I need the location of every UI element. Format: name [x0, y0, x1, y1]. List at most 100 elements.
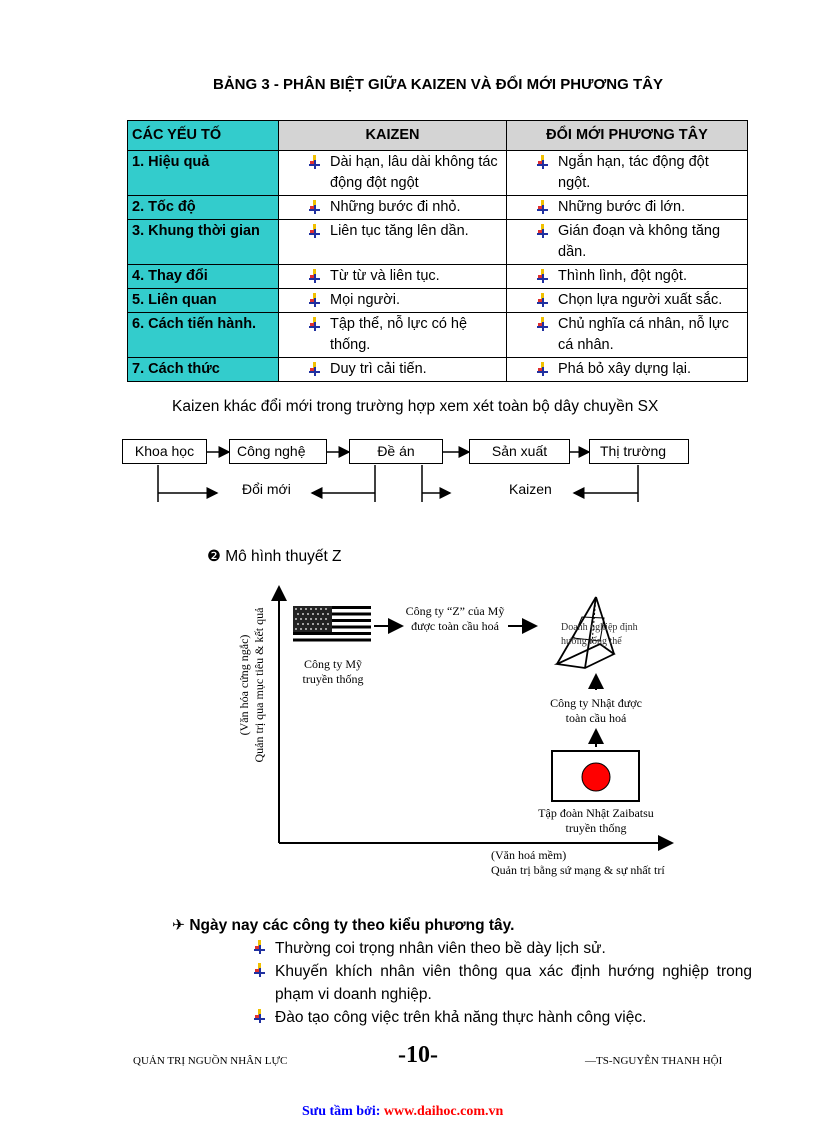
flow-connectors	[157, 446, 639, 502]
table-row: 2. Tốc độ Những bước đi nhỏ. Những bước …	[127, 195, 748, 220]
hand-pointer-icon	[309, 155, 320, 169]
footer-book-title: QUẢN TRỊ NGUỒN NHÂN LỰC	[133, 1055, 288, 1067]
star	[317, 623, 319, 625]
western-today-list: Thường coi trọng nhân viên theo bề dày l…	[254, 937, 752, 1029]
list-item-text: Khuyến khích nhân viên thông qua xác địn…	[275, 963, 752, 1003]
list-item: Đào tạo công việc trên khả năng thực hàn…	[254, 1006, 752, 1029]
source-link[interactable]: www.daihoc.com.vn	[383, 1104, 504, 1119]
star	[315, 608, 317, 610]
kaizen-text: Dài hạn, lâu dài không tác động đột ngột	[330, 154, 498, 191]
kaizen-label: Kaizen	[509, 481, 552, 497]
western-text: Phá bỏ xây dựng lại.	[558, 361, 692, 377]
factor-cell: 7. Cách thức	[127, 357, 279, 382]
table-title: BẢNG 3 - PHÂN BIỆT GIỮA KAIZEN VÀ ĐỔI MỚ…	[213, 76, 663, 93]
airplane-icon: ✈	[172, 917, 185, 934]
flow-step-market: Thị trường	[589, 439, 689, 464]
western-text: Chủ nghĩa cá nhân, nỗ lực cá nhân.	[558, 316, 729, 353]
hand-pointer-icon	[537, 362, 548, 376]
star	[320, 628, 322, 630]
z-model-diagram	[271, 585, 674, 851]
hand-pointer-icon	[254, 963, 265, 977]
star	[325, 628, 327, 630]
star	[297, 623, 299, 625]
star	[315, 618, 317, 620]
pyramid-icon	[553, 596, 616, 669]
hand-pointer-icon	[537, 200, 548, 214]
hand-pointer-icon	[537, 317, 548, 331]
z-model-heading-text: Mô hình thuyết Z	[225, 548, 342, 565]
star	[302, 613, 304, 615]
star	[295, 618, 297, 620]
factor-cell: 3. Khung thời gian	[127, 219, 279, 265]
western-text: Những bước đi lớn.	[558, 199, 686, 215]
kaizen-text: Từ từ và liên tục.	[330, 268, 440, 284]
western-text: Thình lình, đột ngột.	[558, 268, 687, 284]
jp-traditional-label: Tập đoàn Nhật Zaibatsu truyền thống	[538, 806, 654, 835]
star	[300, 618, 302, 620]
star	[327, 623, 329, 625]
jp-global-label: Công ty Nhật được toàn cầu hoá	[550, 696, 642, 725]
japan-flag-icon	[551, 750, 640, 802]
factor-cell: 5. Liên quan	[127, 288, 279, 313]
x-axis-label-line2: Quản trị bằng sứ mạng & sự nhất trí	[491, 863, 665, 877]
list-item-text: Đào tạo công việc trên khả năng thực hàn…	[275, 1009, 647, 1026]
western-cell: Thình lình, đột ngột.	[506, 264, 748, 289]
western-cell: Những bước đi lớn.	[506, 195, 748, 220]
factor-cell: 2. Tốc độ	[127, 195, 279, 220]
western-today-heading: ✈ Ngày nay các công ty theo kiểu phương …	[172, 916, 514, 935]
star	[295, 608, 297, 610]
page-number: -10-	[398, 1042, 438, 1068]
kaizen-text: Mọi người.	[330, 292, 400, 308]
z-model-heading: ❷ Mô hình thuyết Z	[207, 547, 342, 566]
star	[327, 613, 329, 615]
hand-pointer-icon	[537, 293, 548, 307]
comparison-table: CÁC YẾU TỐ KAIZEN ĐỔI MỚI PHƯƠNG TÂY 1. …	[127, 120, 748, 382]
star	[320, 608, 322, 610]
star	[325, 618, 327, 620]
pyramid-label: Doanh nghiệp định hướng tổng thể	[561, 622, 638, 647]
hand-pointer-icon	[254, 1009, 265, 1023]
source-credit: Sưu tầm bởi: www.daihoc.com.vn	[302, 1104, 503, 1120]
western-text: Gián đoạn và không tăng dần.	[558, 223, 721, 260]
star	[320, 618, 322, 620]
x-axis-label-line1: (Văn hoá mềm)	[491, 848, 567, 862]
star	[300, 608, 302, 610]
factor-cell: 1. Hiệu quả	[127, 150, 279, 196]
table-row: 1. Hiệu quả Dài hạn, lâu dài không tác đ…	[127, 150, 748, 196]
y-axis-label: (Văn hóa cứng ngắc) Quản trị qua mục tiê…	[232, 595, 266, 765]
kaizen-cell: Dài hạn, lâu dài không tác động đột ngột	[278, 150, 507, 196]
kaizen-cell: Từ từ và liên tục.	[278, 264, 507, 289]
star	[302, 623, 304, 625]
flow-step-production: Sản xuất	[469, 439, 570, 464]
western-cell: Chọn lựa người xuất sắc.	[506, 288, 748, 313]
western-today-heading-text: Ngày nay các công ty theo kiểu phương tâ…	[189, 917, 515, 934]
hand-pointer-icon	[309, 200, 320, 214]
us-z-label: Công ty “Z” của Mỹ được toàn cầu hoá	[405, 604, 505, 633]
star	[317, 613, 319, 615]
star	[315, 628, 317, 630]
us-flag-icon	[293, 606, 371, 642]
kaizen-text: Liên tục tăng lên dần.	[330, 223, 469, 239]
star	[307, 623, 309, 625]
star	[310, 618, 312, 620]
star	[307, 613, 309, 615]
list-item: Khuyến khích nhân viên thông qua xác địn…	[254, 960, 752, 1006]
header-western: ĐỔI MỚI PHƯƠNG TÂY	[506, 120, 748, 151]
hand-pointer-icon	[537, 224, 548, 238]
table-row: 3. Khung thời gian Liên tục tăng lên dần…	[127, 219, 748, 265]
kaizen-cell: Những bước đi nhỏ.	[278, 195, 507, 220]
kaizen-cell: Duy trì cải tiến.	[278, 357, 507, 382]
list-item: Thường coi trọng nhân viên theo bề dày l…	[254, 937, 752, 960]
flow-step-science: Khoa học	[122, 439, 207, 464]
star	[305, 628, 307, 630]
hand-pointer-icon	[254, 940, 265, 954]
innovation-label: Đổi mới	[242, 481, 291, 497]
star	[325, 608, 327, 610]
hand-pointer-icon	[309, 317, 320, 331]
flow-step-technology: Công nghệ	[229, 439, 327, 464]
factor-cell: 6. Cách tiến hành.	[127, 312, 279, 358]
flow-step-project: Đề án	[349, 439, 443, 464]
x-axis-label: (Văn hoá mềm) Quản trị bằng sứ mạng & sự…	[491, 848, 665, 878]
star	[312, 613, 314, 615]
